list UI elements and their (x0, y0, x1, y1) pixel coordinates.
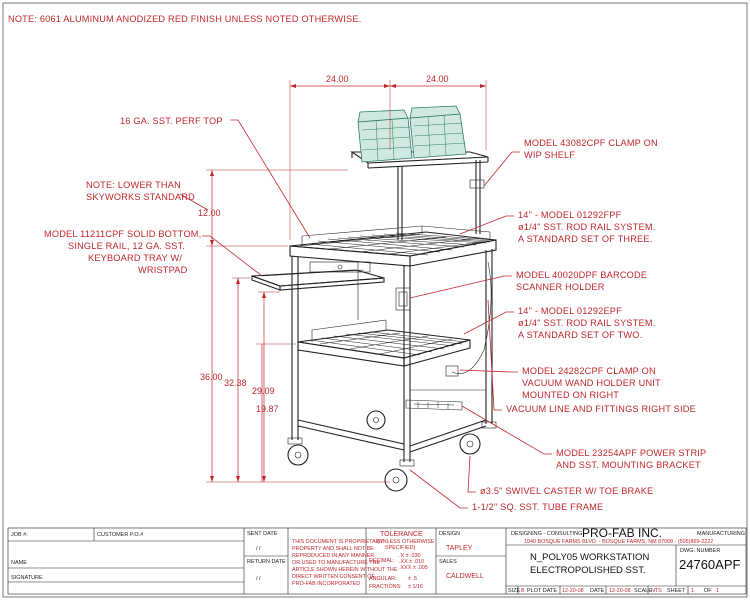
proprietary-line-3: REPRODUCED IN ANY MANNER (292, 553, 374, 559)
callout-clamp-2: WIP SHELF (524, 150, 575, 160)
tolerance-sub-1: (UNLESS OTHERWISE (377, 539, 435, 545)
callout-barcode-2: SCANNER HOLDER (516, 282, 605, 292)
callout-note-lower-2: SKYWORKS STANDARD (86, 192, 195, 202)
tol-fraction-label: FRACTIONS: (369, 584, 402, 590)
callout-rail-low-1: 14" - MODEL 01292EPF (518, 306, 622, 316)
keyboard-tray (251, 261, 385, 291)
job-label: JOB #: (11, 532, 28, 538)
dim-h2: 32.38 (224, 378, 247, 388)
power-strip (405, 399, 463, 411)
callout-keyboard-2: SINGLE RAIL, 12 GA. SST. (68, 241, 185, 251)
date-label: DATE (590, 588, 605, 594)
drawing-title-2: ELECTROPOLISHED SST. (530, 565, 646, 576)
tol-fraction: ± 1/16 (408, 584, 423, 590)
plot-date-value: 12-20-08 (562, 588, 584, 594)
title-block: JOB #: CUSTOMER P.O.# NAME SIGNATURE SEN… (7, 526, 747, 595)
top-note: NOTE: 6061 ALUMINUM ANODIZED RED FINISH … (8, 14, 361, 24)
sales-value: CALDWELL (446, 573, 484, 580)
callout-rail-top-3: A STANDARD SET OF THREE. (518, 234, 652, 244)
tol-angular-label: ANGULAR: (369, 576, 397, 582)
tolerance-title: TOLERANCE (380, 531, 423, 538)
size-label: SIZE (508, 588, 521, 594)
casters (287, 410, 497, 492)
callout-perf-top: 16 GA. SST. PERF TOP (120, 116, 223, 126)
perf-top-grate (299, 232, 495, 256)
proprietary-line-5: ARTICLE SHOWN HEREIN WITHOUT THE (292, 567, 398, 573)
proprietary-line-1: THIS DOCUMENT IS PROPRIETARY (292, 539, 383, 545)
signature-label: SIGNATURE (11, 575, 43, 581)
sheet-value: 1 (691, 588, 694, 594)
proprietary-line-2: PROPERTY AND SHALL NOT BE (292, 546, 374, 552)
callout-power-1: MODEL 23254APF POWER STRIP (556, 448, 706, 458)
company-address: 1040 BOSQUE FARMS BLVD. - BOSQUE FARMS, … (524, 539, 713, 545)
callout-vac-1: MODEL 24282CPF CLAMP ON (522, 366, 656, 376)
parts-bins (357, 105, 467, 163)
callout-rail-top-2: ø1/4" SST. ROD RAIL SYSTEM. (518, 222, 656, 232)
lower-shelf-grate (309, 331, 467, 356)
callout-barcode-1: MODEL 40020DPF BARCODE (516, 270, 647, 280)
tol-decimal-label: DECIMAL: (369, 558, 394, 564)
tol-x: .X ± .030 (399, 553, 421, 559)
return-date-value: / / (256, 576, 261, 582)
callout-vac-2: VACUUM WAND HOLDER UNIT (522, 378, 661, 388)
drawing-title-1: N_POLY05 WORKSTATION (530, 552, 649, 563)
dwg-number: 24760APF (679, 557, 740, 572)
company-tag-right: MANUFACTURING (697, 531, 745, 537)
callout-keyboard-4: WRISTPAD (138, 265, 188, 275)
of-value: 1 (716, 588, 719, 594)
tol-angular: ± .5 (408, 576, 417, 582)
sales-label: SALES (439, 559, 457, 565)
of-label: OF (704, 588, 712, 594)
dim-width-right: 24.00 (426, 74, 449, 84)
proprietary-line-4: OR USED TO MANUFACTURE THE (292, 560, 380, 566)
callouts: 16 GA. SST. PERF TOP NOTE: LOWER THAN SK… (44, 116, 706, 512)
callout-keyboard-3: KEYBOARD TRAY W/ (88, 253, 182, 263)
dimensions: 24.00 24.00 12.00 36.00 32.38 29.09 19.8… (198, 74, 487, 483)
dim-h3: 29.09 (252, 386, 275, 396)
design-label: DESIGN (439, 531, 460, 537)
callout-vac-3: MOUNTED ON RIGHT (522, 390, 619, 400)
tol-xxx: .XXX ± .005 (399, 565, 428, 571)
size-value: B (521, 588, 525, 594)
company-tag-left: DESIGNING - CONSULTING (511, 531, 582, 537)
callout-note-lower-1: NOTE: LOWER THAN (86, 180, 181, 190)
sent-date-label: SENT DATE (247, 531, 278, 537)
scale-value: NTS (651, 588, 662, 594)
callout-rail-low-3: A STANDARD SET OF TWO. (518, 330, 642, 340)
dim-h1: 36.00 (200, 372, 223, 382)
tolerance-sub-2: SPECIFIED) (385, 545, 415, 551)
return-date-label: RETURN DATE (247, 559, 286, 565)
callout-power-2: AND SST. MOUNTING BRACKET (556, 460, 701, 470)
customer-po-label: CUSTOMER P.O.# (97, 532, 144, 538)
company-name: PRO-FAB INC. (582, 526, 662, 540)
tol-xx: .XX ± .010 (399, 559, 424, 565)
plot-date-label: PLOT DATE (527, 588, 557, 594)
date-value: 12-20-08 (609, 588, 631, 594)
callout-rail-top-1: 14" - MODEL 01292FPF (518, 210, 622, 220)
dwg-number-label: DWG. NUMBER (680, 548, 720, 554)
callout-tube: 1-1/2" SQ. SST. TUBE FRAME (472, 502, 603, 512)
callout-keyboard-1: MODEL 11211CPF SOLID BOTTOM, (44, 229, 201, 239)
sheet-label: SHEET (667, 588, 686, 594)
dim-width-left: 24.00 (326, 74, 349, 84)
proprietary-line-7: PRO-FAB INCORPORATED (292, 581, 360, 587)
callout-rail-low-2: ø1/4" SST. ROD RAIL SYSTEM. (518, 318, 656, 328)
callout-vac-line: VACUUM LINE AND FITTINGS RIGHT SIDE (506, 404, 696, 414)
workstation-illustration (251, 105, 497, 492)
design-value: TAPLEY (446, 545, 473, 552)
callout-caster: ø3.5" SWIVEL CASTER W/ TOE BRAKE (480, 486, 653, 496)
callout-clamp-1: MODEL 43082CPF CLAMP ON (524, 138, 658, 148)
scale-label: SCALE (634, 588, 652, 594)
sent-date-value: / / (256, 546, 261, 552)
proprietary-line-6: DIRECT WRITTEN CONSENT OF (292, 574, 375, 580)
name-label: NAME (11, 560, 27, 566)
dim-h4: 19.87 (256, 404, 279, 414)
dim-shelf-height: 12.00 (198, 208, 221, 218)
